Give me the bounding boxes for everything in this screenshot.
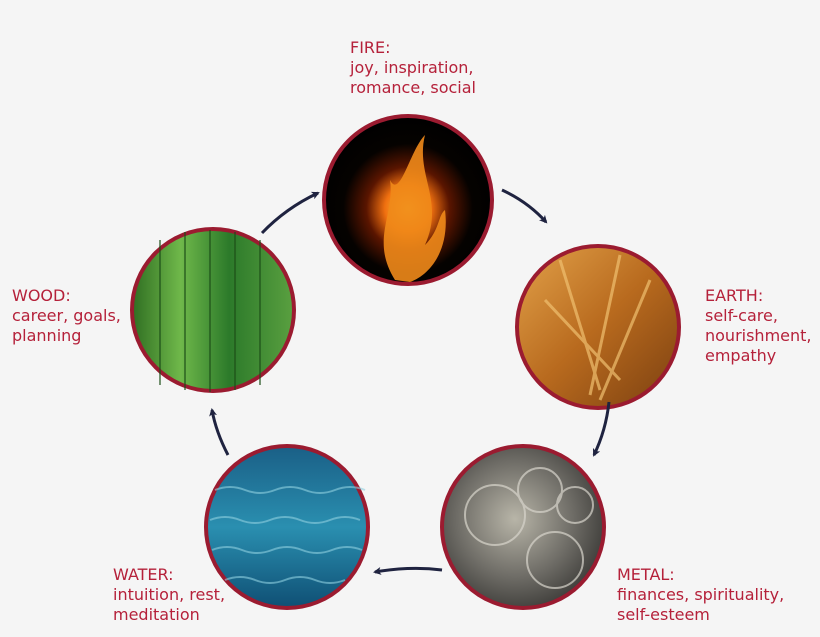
label-line: planning bbox=[12, 326, 82, 345]
earth-circle bbox=[515, 244, 681, 410]
fire-label: FIRE: joy, inspiration, romance, social bbox=[350, 38, 476, 98]
label-line: finances, spirituality, bbox=[617, 585, 785, 604]
label-title: WATER: bbox=[113, 565, 174, 584]
flame-icon bbox=[383, 135, 446, 282]
label-title: FIRE: bbox=[350, 38, 391, 57]
wood-label: WOOD: career, goals, planning bbox=[12, 286, 121, 346]
label-line: joy, inspiration, bbox=[350, 58, 474, 77]
label-line: self-care, bbox=[705, 306, 778, 325]
label-title: EARTH: bbox=[705, 286, 764, 305]
earth-label: EARTH: self-care, nourishment, empathy bbox=[705, 286, 812, 366]
metal-circle bbox=[440, 444, 606, 610]
water-label: WATER: intuition, rest, meditation bbox=[113, 565, 225, 625]
label-line: intuition, rest, bbox=[113, 585, 226, 604]
label-line: romance, social bbox=[350, 78, 476, 97]
waves-icon bbox=[209, 486, 366, 584]
label-line: nourishment, bbox=[705, 326, 812, 345]
arrow-metal-to-water bbox=[373, 566, 443, 575]
bamboo-icon bbox=[159, 230, 261, 392]
metal-label: METAL: finances, spirituality, self-este… bbox=[617, 565, 784, 625]
arrow-earth-to-metal bbox=[592, 401, 611, 457]
label-line: empathy bbox=[705, 346, 777, 365]
label-line: meditation bbox=[113, 605, 200, 624]
label-line: self-esteem bbox=[617, 605, 710, 624]
arrow-fire-to-earth bbox=[501, 188, 548, 224]
label-line: career, goals, bbox=[12, 306, 121, 325]
arrow-wood-to-fire bbox=[260, 191, 320, 235]
fire-circle bbox=[322, 114, 494, 286]
arrow-water-to-wood bbox=[209, 408, 230, 456]
water-circle bbox=[204, 444, 370, 610]
coins-icon bbox=[464, 467, 594, 589]
label-title: WOOD: bbox=[12, 286, 71, 305]
label-title: METAL: bbox=[617, 565, 675, 584]
wheat-icon bbox=[543, 254, 652, 401]
wood-circle bbox=[130, 227, 296, 393]
